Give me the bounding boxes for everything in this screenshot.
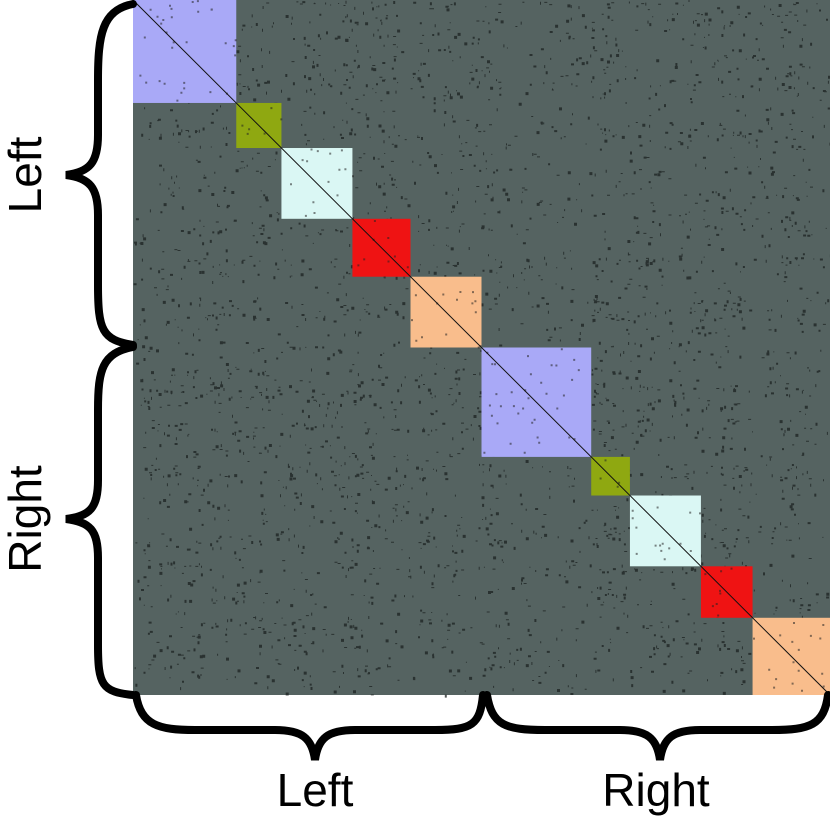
y-axis-label-right: Right: [0, 465, 51, 573]
x-axis-label-right: Right: [602, 764, 710, 816]
brace-y-left: [65, 0, 137, 349]
brace-y-right: [65, 343, 137, 699]
brace-x-right: [483, 691, 830, 761]
x-axis-label-left: Left: [277, 764, 354, 816]
matrix-diagonal: [132, 0, 830, 696]
speckle-path: [133, 0, 830, 698]
y-axis-label-left: Left: [0, 136, 51, 213]
matrix-speckle-noise: [133, 0, 830, 698]
brace-x-left: [132, 691, 487, 761]
connectivity-matrix: [132, 0, 830, 698]
